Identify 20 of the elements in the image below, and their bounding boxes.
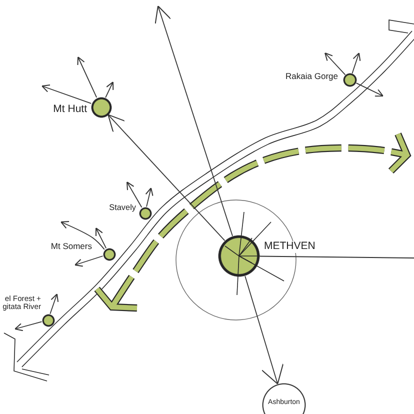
place-label: METHVEN (264, 241, 316, 253)
arrow (244, 276, 284, 384)
arrow (42, 84, 92, 104)
connector-line (260, 256, 414, 258)
arrow (77, 56, 98, 98)
arrow (14, 321, 42, 332)
arrow (324, 52, 346, 76)
arrow (352, 52, 361, 74)
arrow (105, 82, 114, 98)
arrow (50, 294, 59, 314)
arrow (60, 221, 105, 250)
arrow (126, 182, 142, 208)
place-label: Mt Somers (50, 242, 92, 252)
place-label: Rakaia Gorge (286, 72, 338, 82)
place-label: Stavely (109, 203, 136, 212)
arrow (74, 256, 104, 267)
arrow (96, 228, 107, 249)
arrow (154, 6, 233, 236)
arrow (356, 82, 384, 97)
arrow (145, 188, 154, 208)
